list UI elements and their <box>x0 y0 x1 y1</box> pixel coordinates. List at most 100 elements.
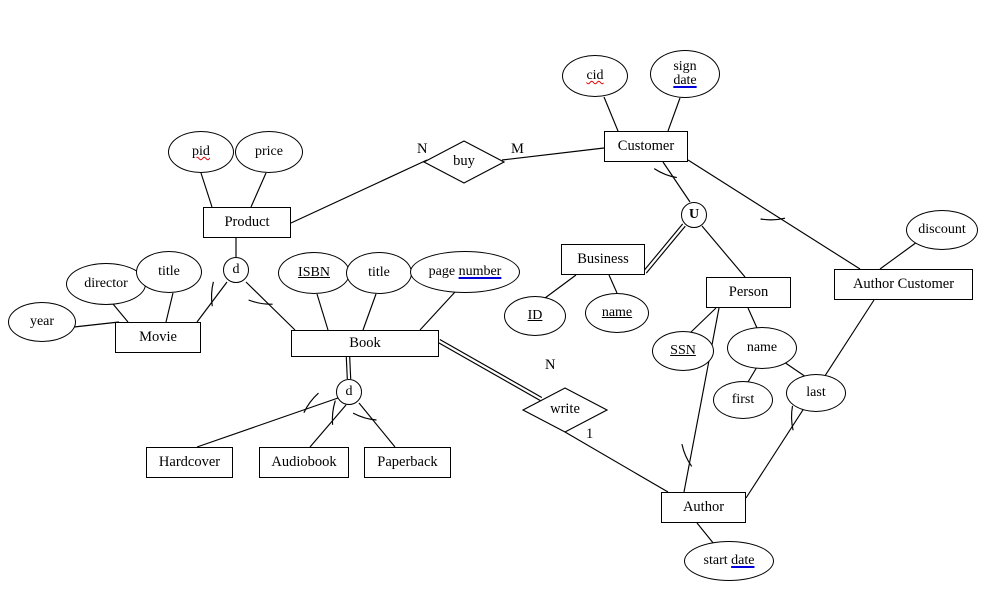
entity-label-person: Person <box>728 284 769 301</box>
attribute-movie_title[interactable]: title <box>136 251 202 293</box>
edge-e_discount_ac <box>879 241 918 270</box>
entity-book[interactable]: Book <box>291 330 439 357</box>
attribute-label-business_name: name <box>602 305 632 320</box>
isa-circle-book_d[interactable]: d <box>336 379 362 405</box>
entity-label-paperback: Paperback <box>377 454 438 471</box>
attribute-director[interactable]: director <box>66 263 146 305</box>
attribute-label-start_date: start date <box>703 552 755 568</box>
attribute-label-price: price <box>255 143 283 159</box>
edge-e_name_business <box>608 274 618 294</box>
edge-e_pid_product <box>200 172 213 208</box>
isa-arc-arc_product_book <box>248 299 273 305</box>
edge-e_title_movie <box>165 292 174 323</box>
edge-e_page_book <box>419 291 456 331</box>
attribute-last[interactable]: last <box>786 374 846 412</box>
attribute-label-director: director <box>84 275 128 291</box>
attribute-pid[interactable]: pid <box>168 131 234 173</box>
cardinality-buy_m: M <box>511 141 524 157</box>
edge-e_cid_customer <box>603 96 619 132</box>
edge-e_person_author <box>683 307 720 493</box>
edge-e_author_startdate <box>696 522 715 545</box>
attribute-person_name[interactable]: name <box>727 327 797 369</box>
entity-author[interactable]: Author <box>661 492 746 523</box>
edge-e_last_name <box>783 361 807 378</box>
edge-e_u_business-1 <box>643 223 684 272</box>
key-attribute-underline: ISBN <box>298 264 330 280</box>
edge-e_customer_ac <box>687 159 861 270</box>
cardinality-write_n: N <box>545 357 556 373</box>
edge-e_director_movie <box>112 303 129 323</box>
entity-audiobook[interactable]: Audiobook <box>259 447 349 478</box>
isa-arc-arc_u_customer <box>653 168 677 179</box>
entity-author_customer[interactable]: Author Customer <box>834 269 973 300</box>
edge-e_d_book <box>245 281 296 331</box>
entity-paperback[interactable]: Paperback <box>364 447 451 478</box>
attribute-price[interactable]: price <box>235 131 303 173</box>
key-attribute-underline: ID <box>527 307 543 323</box>
attribute-label-page_number: page number <box>428 263 502 279</box>
edge-e_d_audiobook <box>309 404 347 448</box>
attribute-isbn[interactable]: ISBN <box>278 252 350 294</box>
isa-circle-product_d[interactable]: d <box>223 257 249 283</box>
attribute-year[interactable]: year <box>8 302 76 342</box>
attribute-label-first: first <box>731 391 755 407</box>
relationship-diamond-write[interactable] <box>521 387 609 433</box>
attribute-book_title[interactable]: title <box>346 252 412 294</box>
isa-arc-arc_book_paperback <box>352 412 377 421</box>
key-attribute-underline: pid <box>192 143 210 159</box>
entity-product[interactable]: Product <box>203 207 291 238</box>
attribute-page_number[interactable]: page number <box>410 251 520 293</box>
entity-label-audiobook: Audiobook <box>271 454 337 471</box>
attribute-label-last: last <box>806 384 826 400</box>
attribute-discount[interactable]: discount <box>906 210 978 250</box>
edge-e_pname_person <box>747 307 758 329</box>
attribute-business_name[interactable]: name <box>585 293 649 333</box>
entity-label-hardcover: Hardcover <box>158 454 221 471</box>
grammar-underline: date <box>673 73 697 88</box>
edge-e_d_paperback <box>358 402 396 448</box>
attribute-ssn[interactable]: SSN <box>652 331 714 371</box>
entity-hardcover[interactable]: Hardcover <box>146 447 233 478</box>
edge-e_book_d-0 <box>349 356 352 379</box>
edge-e_price_product <box>250 172 267 208</box>
isa-circle-symbol-book_d: d <box>345 384 353 399</box>
entity-movie[interactable]: Movie <box>115 322 201 353</box>
attribute-label-book_title: title <box>368 264 390 280</box>
entity-customer[interactable]: Customer <box>604 131 688 162</box>
grammar-underline: date <box>731 552 755 568</box>
attribute-start_date[interactable]: start date <box>684 541 774 581</box>
attribute-cid[interactable]: cid <box>562 55 628 97</box>
edge-e_book_write-1 <box>437 341 541 401</box>
entity-business[interactable]: Business <box>561 244 645 275</box>
edge-e_write_author <box>564 431 669 493</box>
edge-e_product_buy <box>290 159 428 224</box>
attribute-first[interactable]: first <box>713 381 773 419</box>
entity-label-author_customer: Author Customer <box>852 276 955 293</box>
grammar-underline: number <box>458 263 502 279</box>
isa-circle-customer_u[interactable]: U <box>681 202 707 228</box>
edge-e_u_person <box>701 225 746 278</box>
attribute-business_id[interactable]: ID <box>504 296 566 336</box>
entity-label-author: Author <box>682 499 725 516</box>
isa-arc-arc_person_author <box>681 443 693 467</box>
attribute-label-movie_title: title <box>158 263 180 279</box>
isa-arc-arc_product_movie <box>210 281 214 307</box>
edge-e_book_d-1 <box>345 357 348 380</box>
isa-arc-arc_customer_ac <box>760 217 786 221</box>
isa-circle-symbol-customer_u: U <box>688 207 700 222</box>
attribute-label-cid: cid <box>586 68 603 83</box>
entity-label-product: Product <box>224 214 270 231</box>
entity-label-movie: Movie <box>139 329 177 346</box>
edge-e_id_business <box>544 274 577 299</box>
relationship-diamond-buy[interactable] <box>422 140 506 184</box>
edge-e_u_business-0 <box>645 225 686 274</box>
attribute-label-person_name: name <box>746 339 778 355</box>
entity-person[interactable]: Person <box>706 277 791 308</box>
attribute-label-year: year <box>29 313 55 329</box>
edge-e_ssn_person <box>689 307 717 334</box>
edge-e_d_hardcover <box>196 397 339 448</box>
